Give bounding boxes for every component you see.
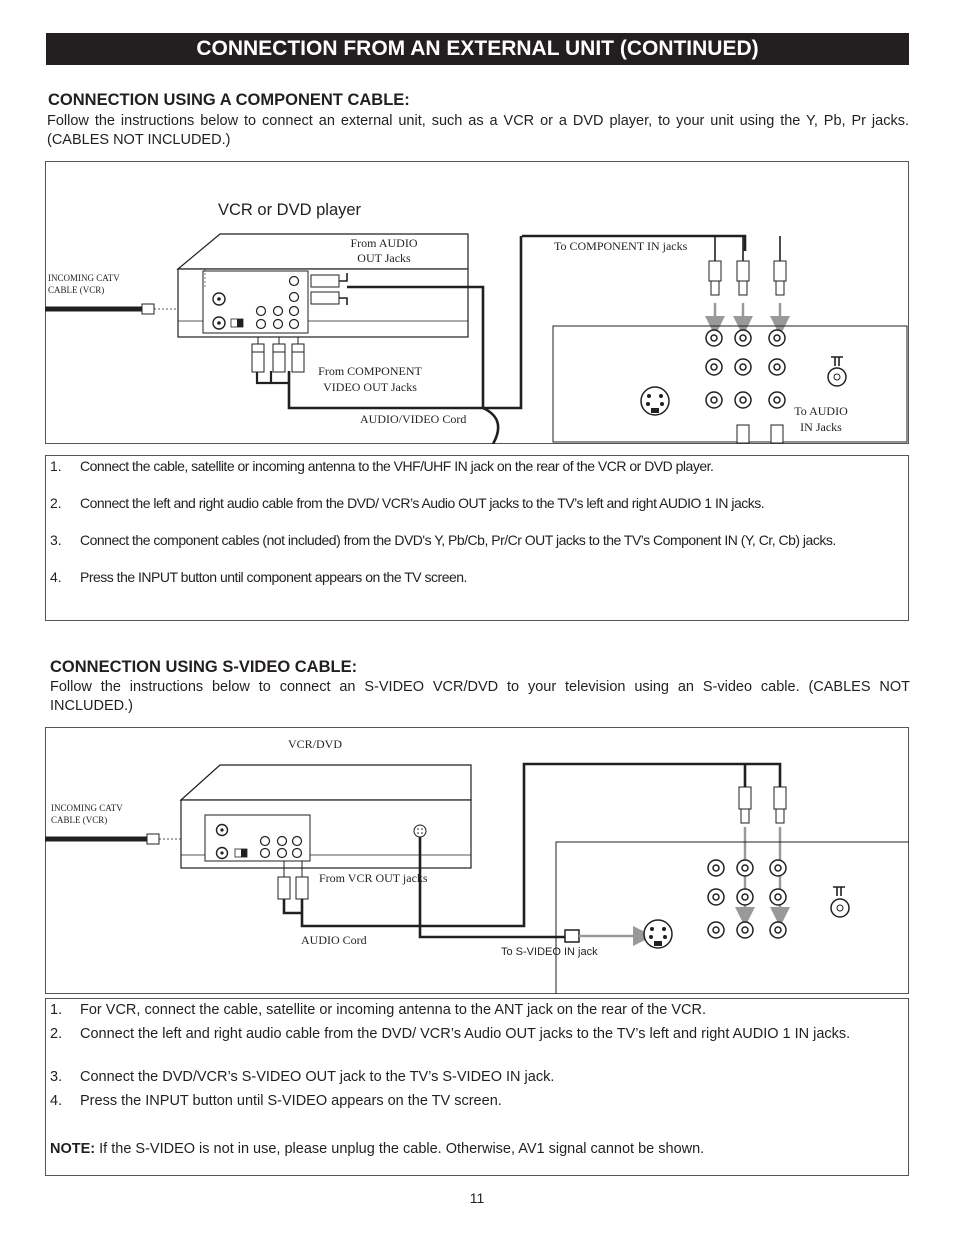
antenna-icon: [831, 356, 843, 366]
component-out-label-1: From COMPONENT: [318, 364, 422, 378]
step-item: 2.Connect the left and right audio cable…: [50, 495, 765, 511]
catv-label-2: CABLE (VCR): [51, 815, 107, 825]
step-item: 3.Connect the DVD/VCR’s S-VIDEO OUT jack…: [50, 1069, 555, 1085]
component-heading: CONNECTION USING A COMPONENT CABLE:: [48, 91, 410, 109]
audio-plug-l-icon: [310, 274, 340, 288]
component-in-label: To COMPONENT IN jacks: [554, 239, 688, 253]
svideo-heading: CONNECTION USING S-VIDEO CABLE:: [50, 658, 358, 676]
svideo-in-label: To S-VIDEO IN jack: [501, 946, 598, 958]
step-item: 4.Press the INPUT button until component…: [50, 569, 467, 585]
step-item: 1.For VCR, connect the cable, satellite …: [50, 1002, 706, 1018]
svideo-diagram-frame: [45, 727, 909, 994]
component-out-label-2: VIDEO OUT Jacks: [323, 380, 417, 394]
note-label: NOTE:: [50, 1141, 96, 1157]
step-item: 4.Press the INPUT button until S-VIDEO a…: [50, 1093, 502, 1109]
note: NOTE: If the S-VIDEO is not in use, plea…: [50, 1141, 704, 1157]
svideo-steps: 1.For VCR, connect the cable, satellite …: [45, 998, 909, 1176]
component-in-plugs: [708, 260, 787, 296]
device-title: VCR or DVD player: [218, 201, 362, 219]
audio-out-label-2: OUT Jacks: [357, 251, 411, 265]
vcr-out-label: From VCR OUT jacks: [319, 871, 428, 885]
device-title: VCR/DVD: [288, 737, 342, 751]
audio-in-label-2: IN Jacks: [800, 420, 842, 434]
page-number: 11: [469, 1190, 485, 1206]
audio-plug-r-icon: [310, 291, 340, 305]
catv-connector-icon: [141, 303, 155, 315]
step-item: 3.Connect the component cables (not incl…: [50, 532, 836, 548]
component-intro: Follow the instructions below to connect…: [47, 113, 909, 148]
tv-svideo-jack-icon: [643, 919, 673, 949]
tv-jacks: [707, 859, 787, 939]
component-out-plugs: [251, 337, 305, 373]
tv-jacks: [705, 329, 786, 409]
svideo-intro: Follow the instructions below to connect…: [50, 679, 910, 714]
step-item: 1.Connect the cable, satellite or incomi…: [50, 458, 714, 474]
tv-back-panel: [555, 841, 909, 994]
component-diagram: VCR or DVD player INCOMING CATV CABLE (V…: [45, 201, 908, 444]
av-cord-label: AUDIO/VIDEO Cord: [360, 412, 466, 426]
component-steps: 1.Connect the cable, satellite or incomi…: [45, 455, 909, 621]
catv-label-1: INCOMING CATV: [51, 803, 123, 813]
vcr-top: [176, 233, 469, 270]
page-title: CONNECTION FROM AN EXTERNAL UNIT (CONTIN…: [46, 33, 909, 65]
vcr-svideo-jack-icon: [413, 824, 427, 838]
svideo-diagram: VCR/DVD INCOMING CATV CABLE (VCR): [45, 737, 909, 994]
audio-in-label-1: To AUDIO: [794, 404, 848, 418]
note-text: If the S-VIDEO is not in use, please unp…: [95, 1141, 705, 1157]
tv-svideo-jack-icon: [640, 386, 670, 416]
vcr-top: [179, 764, 472, 801]
component-diagram-frame: [45, 161, 909, 444]
step-item: 2.Connect the left and right audio cable…: [50, 1026, 851, 1042]
tv-back-panel: [552, 325, 908, 443]
audio-out-label-1: From AUDIO: [350, 236, 417, 250]
catv-connector-icon: [146, 833, 160, 845]
antenna-icon: [833, 886, 845, 896]
svideo-plug-icon: [564, 929, 580, 943]
catv-label-2: CABLE (VCR): [48, 285, 104, 295]
audio-cord-label: AUDIO Cord: [301, 933, 367, 947]
catv-label-1: INCOMING CATV: [48, 273, 120, 283]
